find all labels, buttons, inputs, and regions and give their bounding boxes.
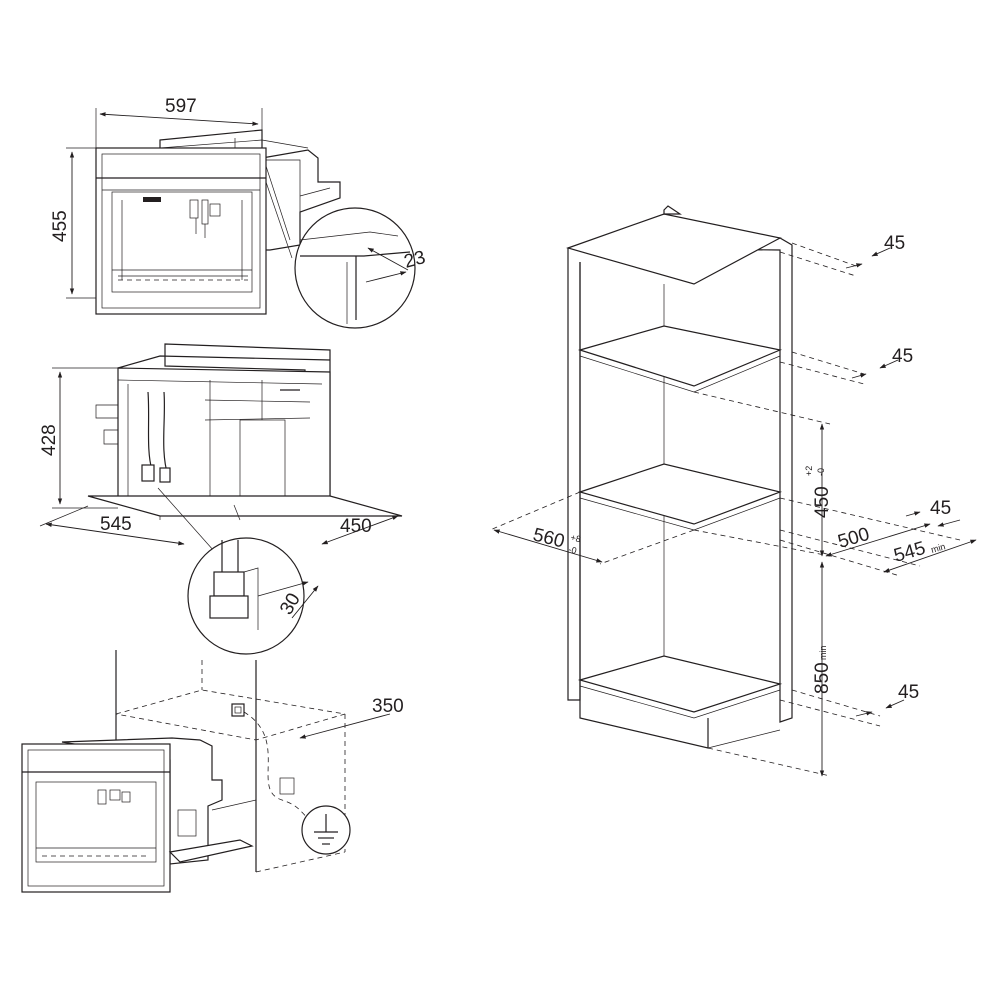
dim-45-d-label: 45: [898, 682, 919, 703]
dim-23-label: 23: [402, 247, 428, 273]
dim-45-a-label: 45: [884, 233, 905, 254]
dim-500-label: 500: [836, 524, 872, 553]
dim-450-left-label: 450: [340, 516, 372, 537]
dim-450-cab-tol-upper: +2: [804, 466, 814, 476]
dim-350-label: 350: [372, 696, 404, 717]
dim-450-cab-label: 450: [812, 486, 833, 518]
front-view-machine: 597 455 23: [50, 96, 428, 329]
dim-560-tol-upper: +8: [570, 532, 582, 544]
dim-597-label: 597: [165, 96, 197, 117]
dim-560-tol-lower: -0: [568, 544, 578, 556]
dim-850-label: 850: [812, 662, 833, 694]
tall-cabinet: 450 +2 -0 850 min 45 45 45 45 500 545 mi…: [489, 205, 977, 777]
dim-45-b-label: 45: [892, 346, 913, 367]
dim-560-label: 560: [531, 524, 567, 552]
dim-45-c-label: 45: [930, 498, 951, 519]
installed-view-machine: 350: [21, 650, 404, 893]
side-view-machine: 428 545 450 30: [39, 343, 403, 655]
dim-455-label: 455: [50, 210, 71, 242]
dim-545-cab-label: 545: [892, 538, 928, 567]
dim-545-cab-sub: min: [930, 541, 947, 555]
dim-850-sub: min: [818, 645, 828, 660]
dim-450-cab-tol-lower: -0: [816, 468, 826, 476]
dim-545-label: 545: [100, 514, 132, 535]
dim-428-label: 428: [39, 424, 60, 456]
